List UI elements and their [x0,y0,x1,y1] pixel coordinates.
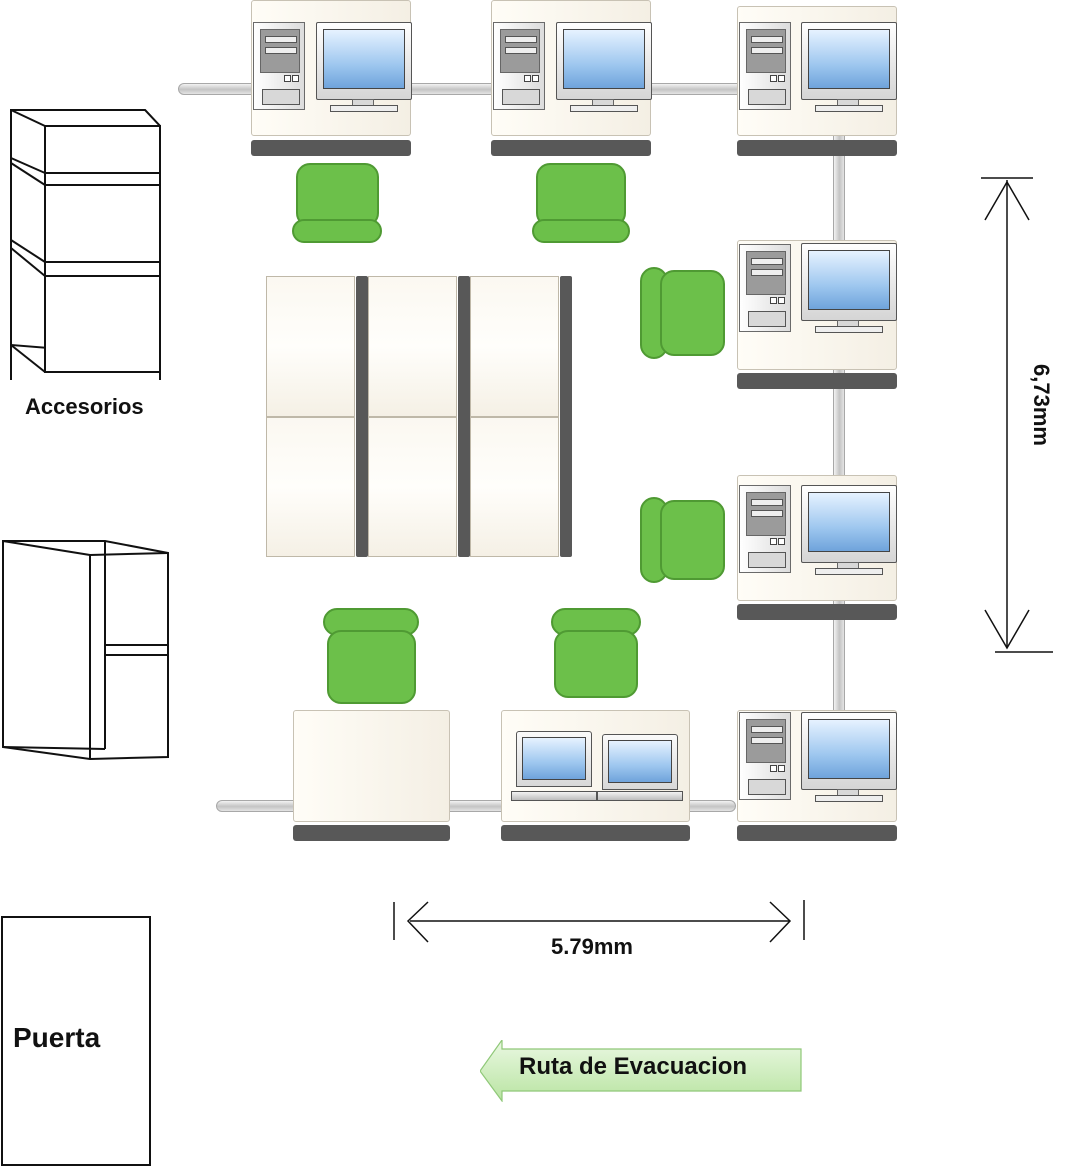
desk-edge [491,140,651,156]
width-dimension-arrow [393,900,805,943]
desk-edge [501,825,690,841]
door [1,916,151,1166]
desk-edge [293,825,450,841]
desk-edge [737,825,897,841]
cabinet-icon [10,109,161,375]
cable-conduit-right [833,90,845,810]
accessories-label: Accesorios [25,394,144,419]
height-dimension-label: 6,73mm [1029,364,1054,446]
workstation-desk [293,710,450,822]
storage-cabinet [2,540,169,761]
desk-edge [737,140,897,156]
door-label: Puerta [13,1022,101,1053]
desk-edge [251,140,411,156]
height-dimension-arrow [981,177,1053,653]
desk-edge [737,604,897,620]
arrow-left-icon [480,1040,802,1102]
desk-edge [737,373,897,389]
width-dimension-label: 5.79mm [551,934,633,959]
evacuation-route-label: Ruta de Evacuacion [519,1053,748,1080]
